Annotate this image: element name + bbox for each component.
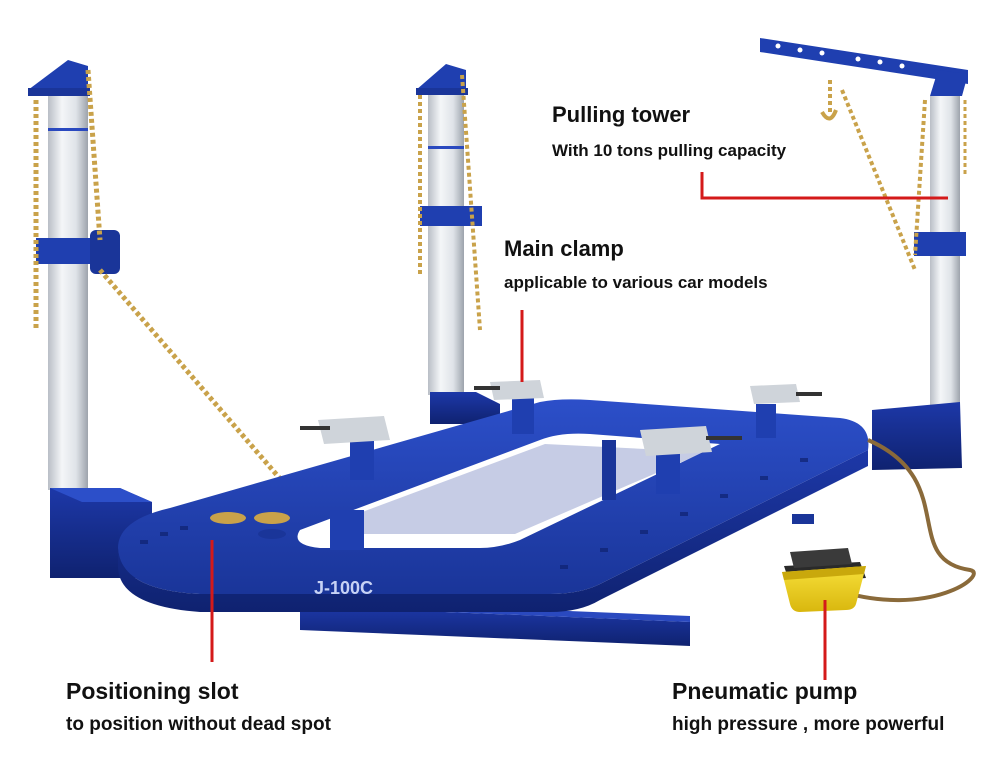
positioning-slot-subtitle: to position without dead spot (66, 714, 331, 735)
main-clamps (300, 380, 822, 550)
clamp (474, 380, 544, 434)
main-clamp-title: Main clamp (504, 236, 624, 261)
left-tower (28, 60, 322, 578)
pulling-tower-subtitle: With 10 tons pulling capacity (552, 141, 787, 160)
clamp (300, 416, 390, 480)
clamp (330, 510, 364, 550)
positioning-slot-fittings (210, 512, 290, 539)
pulling-tower-title: Pulling tower (552, 102, 691, 127)
middle-tower (416, 64, 500, 424)
callout-lines (210, 172, 948, 680)
pulling-tower (760, 38, 968, 470)
bench-platform (118, 399, 869, 612)
clamp (750, 384, 822, 438)
pulling-tower-callout-line (700, 172, 948, 200)
pneumatic-pump-title: Pneumatic pump (672, 678, 858, 704)
main-clamp-subtitle: applicable to various car models (504, 273, 768, 292)
pneumatic-pump (782, 548, 866, 612)
positioning-slot-title: Positioning slot (66, 678, 239, 704)
model-plate: J-100C (314, 578, 373, 598)
pump-hose (835, 438, 976, 602)
pneumatic-pump-subtitle: high pressure , more powerful (672, 714, 945, 735)
clamp (640, 426, 742, 494)
